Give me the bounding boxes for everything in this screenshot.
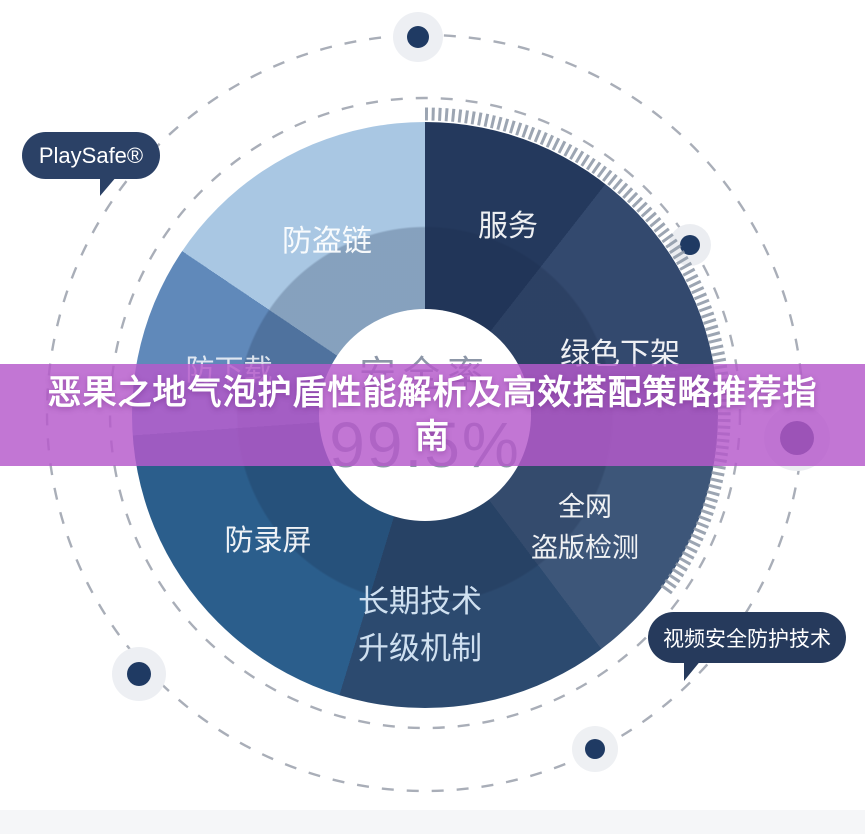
tech-badge-tail xyxy=(684,659,702,681)
playsafe-badge-tail xyxy=(100,176,117,196)
title-banner: 恶果之地气泡护盾性能解析及高效搭配策略推荐指 南 xyxy=(0,364,865,466)
segment-label-quanwang: 全网 盗版检测 xyxy=(531,492,639,563)
orbit-dot-bottom xyxy=(572,726,618,772)
page-title-line2: 南 xyxy=(415,418,450,456)
tech-badge: 视频安全防护技术 xyxy=(648,612,846,663)
playsafe-badge: PlaySafe® xyxy=(22,132,160,179)
orbit-dot-left xyxy=(112,647,166,701)
segment-label-changqi: 长期技术 升级机制 xyxy=(358,584,482,666)
segment-label-fangdaolian: 防盗链 xyxy=(282,225,372,258)
playsafe-badge-label: PlaySafe® xyxy=(38,142,144,168)
segment-label-fuwu: 服务 xyxy=(478,210,538,243)
tech-badge-label: 视频安全防护技术 xyxy=(663,627,831,651)
segment-label-fangluping: 防录屏 xyxy=(224,525,312,557)
page-title-line1: 恶果之地气泡护盾性能解析及高效搭配策略推荐指 xyxy=(47,374,818,412)
footer-strip xyxy=(0,810,865,834)
orbit-dot-top xyxy=(393,12,443,62)
